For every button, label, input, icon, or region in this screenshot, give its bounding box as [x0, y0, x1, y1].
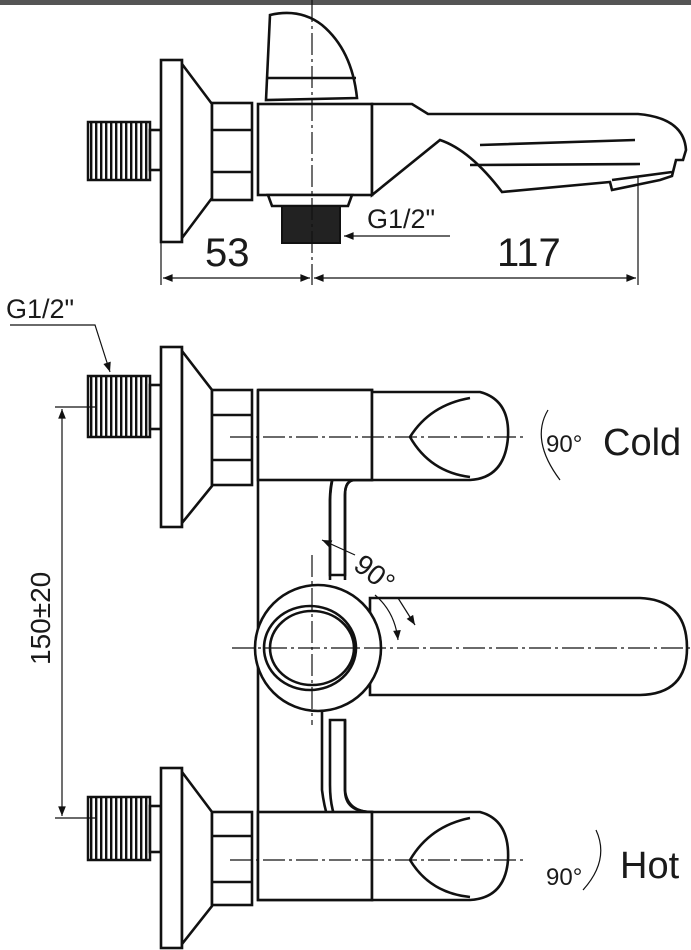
- outlet-thread-label: G1/2": [367, 204, 435, 234]
- spout: [370, 102, 688, 198]
- top-border-bar: [0, 0, 691, 5]
- lever-rotation: 90°: [348, 548, 400, 598]
- front-view: G1/2": [6, 294, 691, 950]
- hot-inlet: [86, 766, 254, 950]
- cold-rotation: 90°: [546, 431, 582, 458]
- dimension-117: 117: [497, 231, 561, 275]
- cold-label: Cold: [603, 422, 681, 464]
- hot-handle: [370, 810, 510, 902]
- cold-inlet: [86, 345, 254, 529]
- outlet-thread: [281, 205, 341, 244]
- inlet-thread-label: G1/2": [6, 294, 74, 324]
- inlet-neck: [148, 128, 163, 172]
- dimension-53: 53: [205, 231, 250, 275]
- hot-rotation: 90°: [546, 864, 582, 891]
- flange-cone: [180, 60, 214, 242]
- hex-nut: [210, 101, 254, 202]
- mixer-lever: [368, 596, 689, 697]
- inlet-thread: [86, 120, 152, 182]
- hot-label: Hot: [620, 845, 680, 887]
- inlet-spacing-label: 150±20: [25, 572, 56, 665]
- top-view: 53 117 G1/2": [86, 0, 688, 285]
- valve-body: [256, 102, 374, 197]
- outlet-nut: [266, 193, 354, 208]
- wall-flange: [159, 58, 184, 244]
